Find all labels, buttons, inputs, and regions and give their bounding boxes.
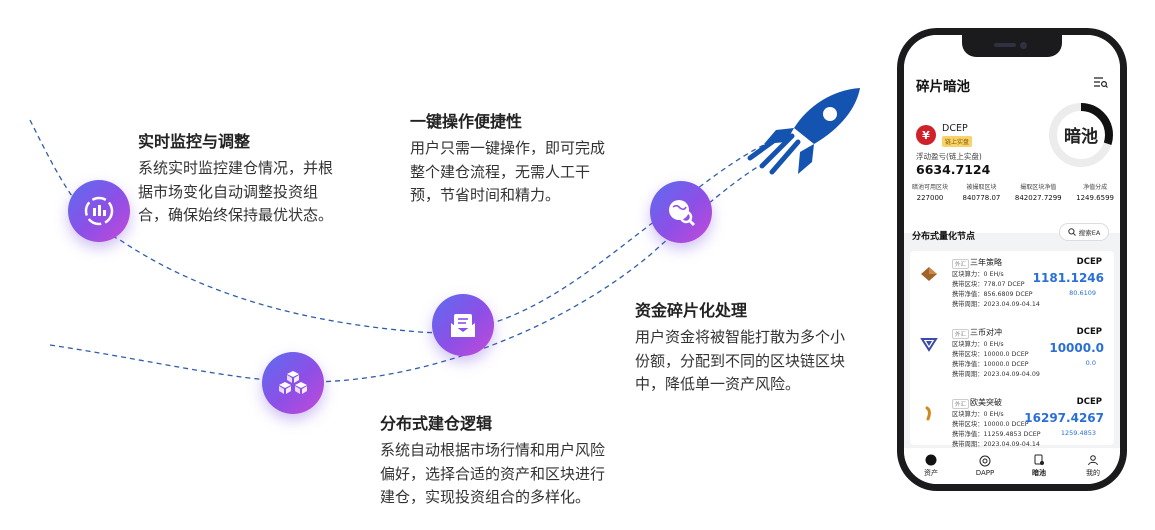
- cubes-node-icon: [262, 352, 324, 414]
- chain-tag-badge: 链上实盘: [942, 136, 973, 147]
- strategy-logo-icon: [921, 267, 937, 281]
- dcep-coin-icon: ¥: [916, 125, 936, 145]
- search-icon: [1068, 228, 1076, 236]
- feature-title: 一键操作便捷性: [410, 112, 523, 131]
- feature-title: 资金碎片化处理: [635, 301, 748, 320]
- mail-node-icon: [432, 294, 494, 356]
- tab-dapp[interactable]: DAPP: [958, 448, 1012, 484]
- node-period: 携带周期：2023.04.09-04.14: [952, 441, 1040, 448]
- node-power: 区块算力：0 EH/s: [952, 271, 1004, 278]
- phone-notch: [962, 35, 1062, 57]
- feature-monitor: 实时监控与调整 系统实时监控建仓情况，并根 据市场变化自动调整投资组 合，确保始…: [138, 128, 333, 228]
- node-card[interactable]: 外汇 三币对冲 区块算力：0 EH/s 携带区块：10000.0 DCEP 携带…: [910, 321, 1114, 401]
- node-value: 16297.4267: [1024, 411, 1104, 425]
- float-pnl-value: 6634.7124: [916, 162, 991, 177]
- dapp-icon: [979, 455, 991, 467]
- node-currency: DCEP: [1076, 397, 1102, 407]
- node-carry: 携带区块：10000.0 DCEP: [952, 351, 1029, 358]
- feature-line: 用户资金将被智能打散为多个小: [635, 328, 846, 346]
- category-tag: 外汇: [952, 329, 970, 339]
- node-name: 三币对冲: [970, 328, 1002, 337]
- pool-progress-ring: [1049, 103, 1113, 167]
- strategy-logo-icon: [920, 338, 938, 352]
- tab-asset[interactable]: 资产: [904, 448, 958, 484]
- node-power: 区块算力：0 EH/s: [952, 411, 1004, 418]
- node-name: 三年策略: [970, 258, 1002, 267]
- feature-title: 实时监控与调整: [138, 132, 251, 151]
- feature-line: 中，降低单一资产风险。: [635, 375, 801, 393]
- section-title: 分布式量化节点: [912, 232, 976, 242]
- search-ea-button[interactable]: 搜索EA: [1059, 223, 1109, 241]
- node-carry: 携带区块：10000.0 DCEP: [952, 421, 1029, 428]
- feature-title: 分布式建仓逻辑: [380, 414, 493, 433]
- node-sub-value: 80.6109: [1069, 289, 1096, 297]
- feature-line: 合，确保始终保持最优状态。: [138, 206, 334, 224]
- feature-distributed: 分布式建仓逻辑 系统自动根据市场行情和用户风险 偏好，选择合适的资产和区块进行 …: [380, 410, 605, 510]
- node-period: 携带周期：2023.04.09-04.09: [952, 371, 1040, 378]
- feature-line: 建仓，实现投资组合的多样化。: [380, 488, 591, 506]
- node-currency: DCEP: [1076, 327, 1102, 337]
- ring-label: 暗池: [1064, 127, 1098, 147]
- node-carry: 携带区块：778.07 DCEP: [952, 281, 1025, 288]
- node-value: 1181.1246: [1032, 271, 1104, 285]
- asset-icon: [925, 454, 937, 466]
- app-header-panel: 碎片暗池 ¥ DCEP 链上实盘 浮动盈亏(链上实盘) 6634.7124 暗池…: [904, 35, 1120, 233]
- node-net: 携带净值：11259.4853 DCEP: [952, 431, 1041, 438]
- app-title: 碎片暗池: [916, 79, 970, 95]
- phone-mockup: 碎片暗池 ¥ DCEP 链上实盘 浮动盈亏(链上实盘) 6634.7124 暗池…: [897, 28, 1127, 491]
- pool-icon: [1034, 454, 1044, 465]
- node-period: 携带周期：2023.04.09-04.14: [952, 301, 1040, 308]
- bottom-tab-bar: 资产 DAPP 暗池 我的: [904, 448, 1120, 484]
- node-card[interactable]: 外汇 三年策略 区块算力：0 EH/s 携带区块：778.07 DCEP 携带净…: [910, 251, 1114, 331]
- feature-line: 据市场变化自动调整投资组: [138, 182, 319, 201]
- node-sub-value: 0.0: [1085, 359, 1096, 367]
- feature-fragment: 资金碎片化处理 用户资金将被智能打散为多个小 份额，分配到不同的区块链区块 中，…: [635, 297, 845, 397]
- feature-line: 整个建仓流程，无需人工干: [410, 162, 591, 181]
- menu-search-icon[interactable]: [1094, 77, 1108, 89]
- node-value: 10000.0: [1049, 341, 1104, 355]
- node-currency: DCEP: [1076, 257, 1102, 267]
- tab-pool[interactable]: 暗池: [1012, 448, 1066, 484]
- node-card[interactable]: 外汇 欧美突破 区块算力：0 EH/s 携带区块：10000.0 DCEP 携带…: [910, 391, 1114, 448]
- strategy-logo-icon: [925, 406, 931, 421]
- feature-one-click: 一键操作便捷性 用户只需一键操作，即可完成 整个建仓流程，无需人工干 预，节省时…: [410, 108, 605, 208]
- feature-line: 份额，分配到不同的区块链区块: [635, 351, 846, 370]
- monitor-node-icon: [68, 180, 130, 242]
- category-tag: 外汇: [952, 259, 970, 269]
- category-tag: 外汇: [952, 399, 970, 409]
- feature-line: 预，节省时间和精力。: [410, 186, 561, 204]
- user-icon: [1088, 455, 1098, 466]
- globe-search-node-icon: [650, 181, 712, 243]
- node-power: 区块算力：0 EH/s: [952, 341, 1004, 348]
- float-pnl-label: 浮动盈亏(链上实盘): [916, 152, 982, 161]
- tab-user[interactable]: 我的: [1066, 448, 1120, 484]
- feature-line: 用户只需一键操作，即可完成: [410, 139, 606, 157]
- feature-line: 系统实时监控建仓情况，并根: [138, 159, 334, 177]
- asset-name: DCEP: [942, 123, 968, 134]
- feature-line: 系统自动根据市场行情和用户风险: [380, 441, 606, 459]
- search-ea-label: 搜索EA: [1078, 229, 1101, 237]
- node-sub-value: 1259.4853: [1060, 429, 1096, 437]
- node-net: 携带净值：10000.0 DCEP: [952, 361, 1029, 368]
- rocket-icon: [747, 88, 860, 175]
- node-name: 欧美突破: [970, 398, 1002, 407]
- feature-line: 偏好，选择合适的资产和区块进行: [380, 464, 606, 483]
- node-net: 携带净值：856.6809 DCEP: [952, 291, 1033, 298]
- app-screen: 碎片暗池 ¥ DCEP 链上实盘 浮动盈亏(链上实盘) 6634.7124 暗池…: [904, 35, 1120, 484]
